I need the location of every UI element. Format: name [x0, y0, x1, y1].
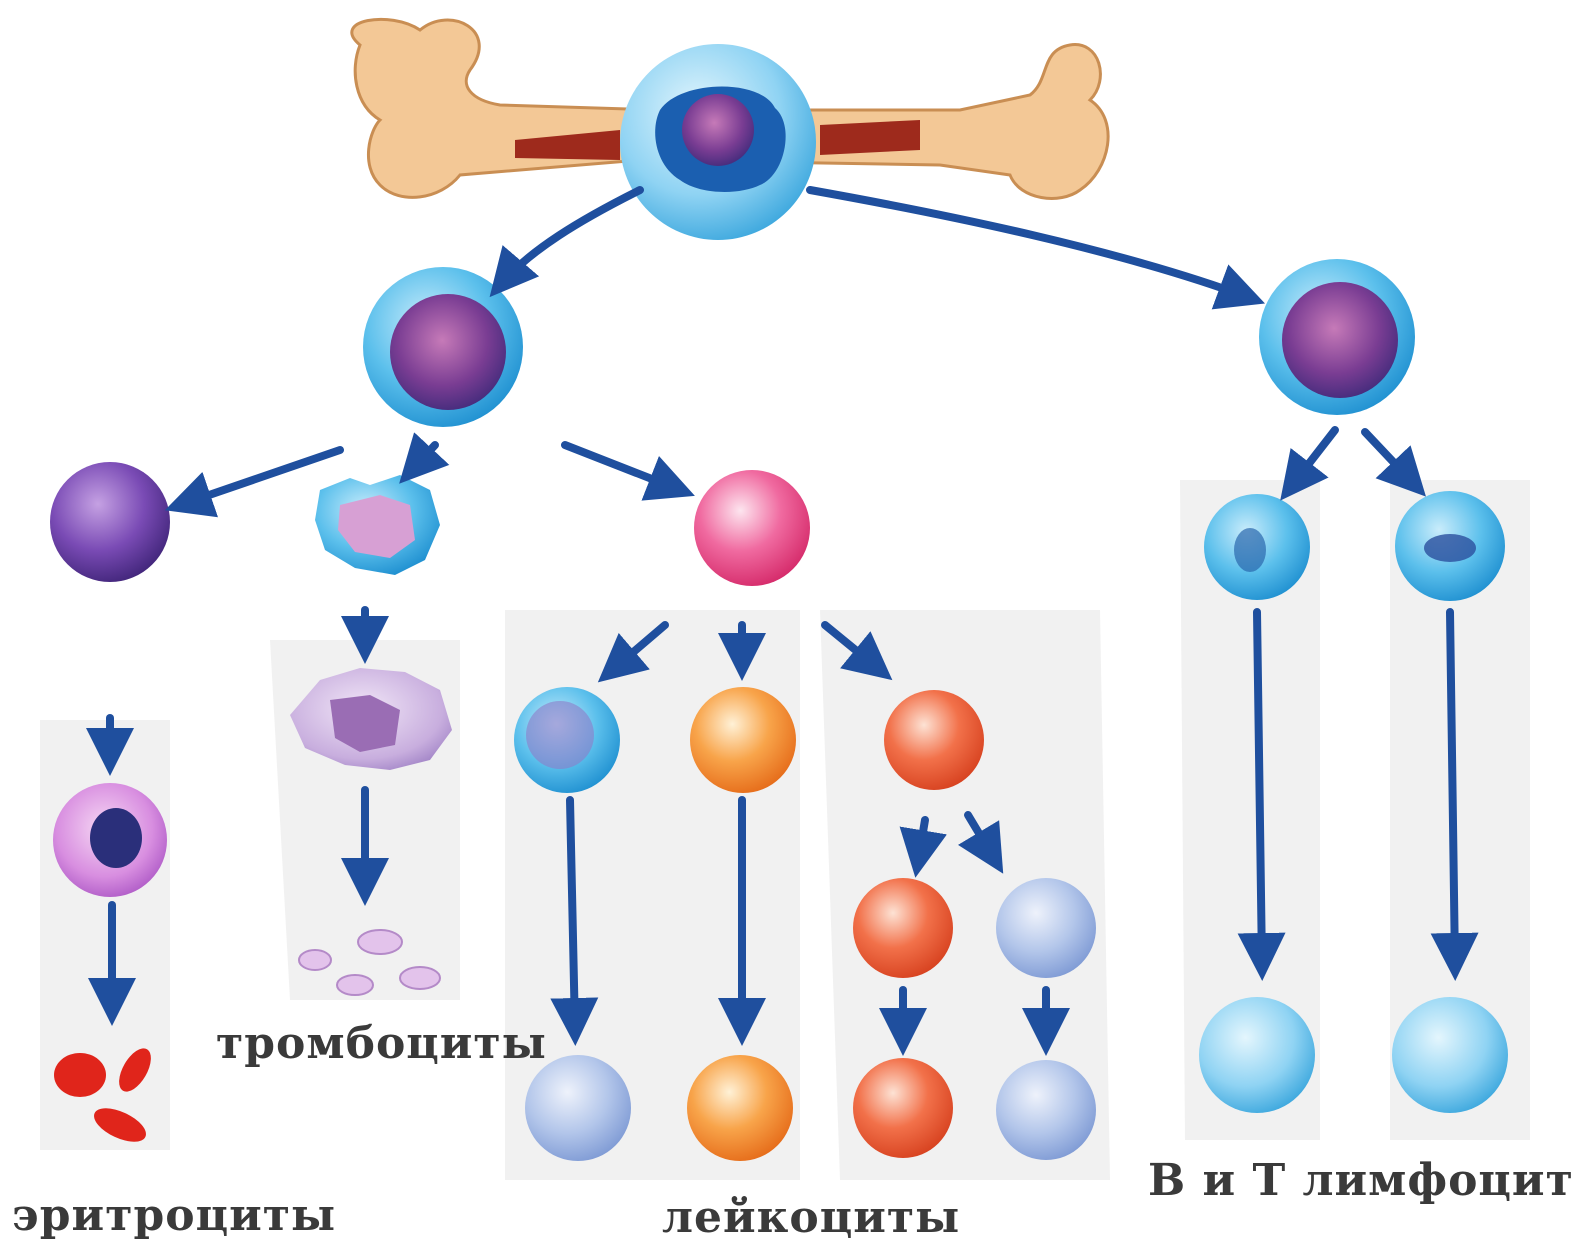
b-lymphocyte-cell — [1199, 997, 1315, 1113]
basophil-precursor-cell — [514, 687, 620, 793]
neutrophil-precursor-cell — [853, 878, 953, 978]
myeloid-progenitor-cell — [363, 267, 523, 427]
label-erythrocytes: эритроциты — [12, 1190, 336, 1241]
neutrophil-cell — [853, 1058, 953, 1158]
arrow-lymphoid-to-b — [1290, 430, 1335, 488]
arrow-lymphoid-to-t — [1365, 432, 1415, 485]
arrow-stem-to-myeloid — [500, 190, 640, 285]
arrow-myeloid-to-myeloblast — [565, 445, 680, 490]
b-lymphoblast-cell — [1204, 494, 1310, 600]
label-leukocytes: лейкоциты — [662, 1192, 960, 1243]
monocyte-cell — [996, 1060, 1096, 1160]
t-lymphocyte-cell — [1392, 997, 1508, 1113]
arrow-b-long — [1257, 612, 1262, 965]
monocyte-precursor-cell — [996, 878, 1096, 978]
arrow-t-long — [1450, 612, 1455, 965]
granulocyte-monocyte-precursor-cell — [884, 690, 984, 790]
label-lymphocytes: В и Т лимфоциты — [1148, 1155, 1574, 1206]
normoblast-cell — [53, 783, 167, 897]
basophil-cell — [525, 1055, 631, 1161]
t-lymphoblast-cell — [1395, 491, 1505, 601]
hematopoietic-stem-cell — [620, 44, 816, 240]
lymphoid-progenitor-cell — [1259, 259, 1415, 415]
myeloblast-cell — [694, 470, 810, 586]
arrow-myeloid-to-megakaryoblast — [410, 445, 435, 472]
arrow-baso-long — [570, 800, 575, 1030]
erythroblast-cell — [50, 462, 170, 582]
arrow-stem-to-lymphoid — [810, 190, 1250, 298]
label-platelets: тромбоциты — [216, 1018, 547, 1069]
megakaryoblast-cell — [315, 475, 440, 575]
eosinophil-precursor-cell — [690, 687, 796, 793]
arrow-myeloid-to-erythroblast — [180, 450, 340, 505]
eosinophil-cell — [687, 1055, 793, 1161]
